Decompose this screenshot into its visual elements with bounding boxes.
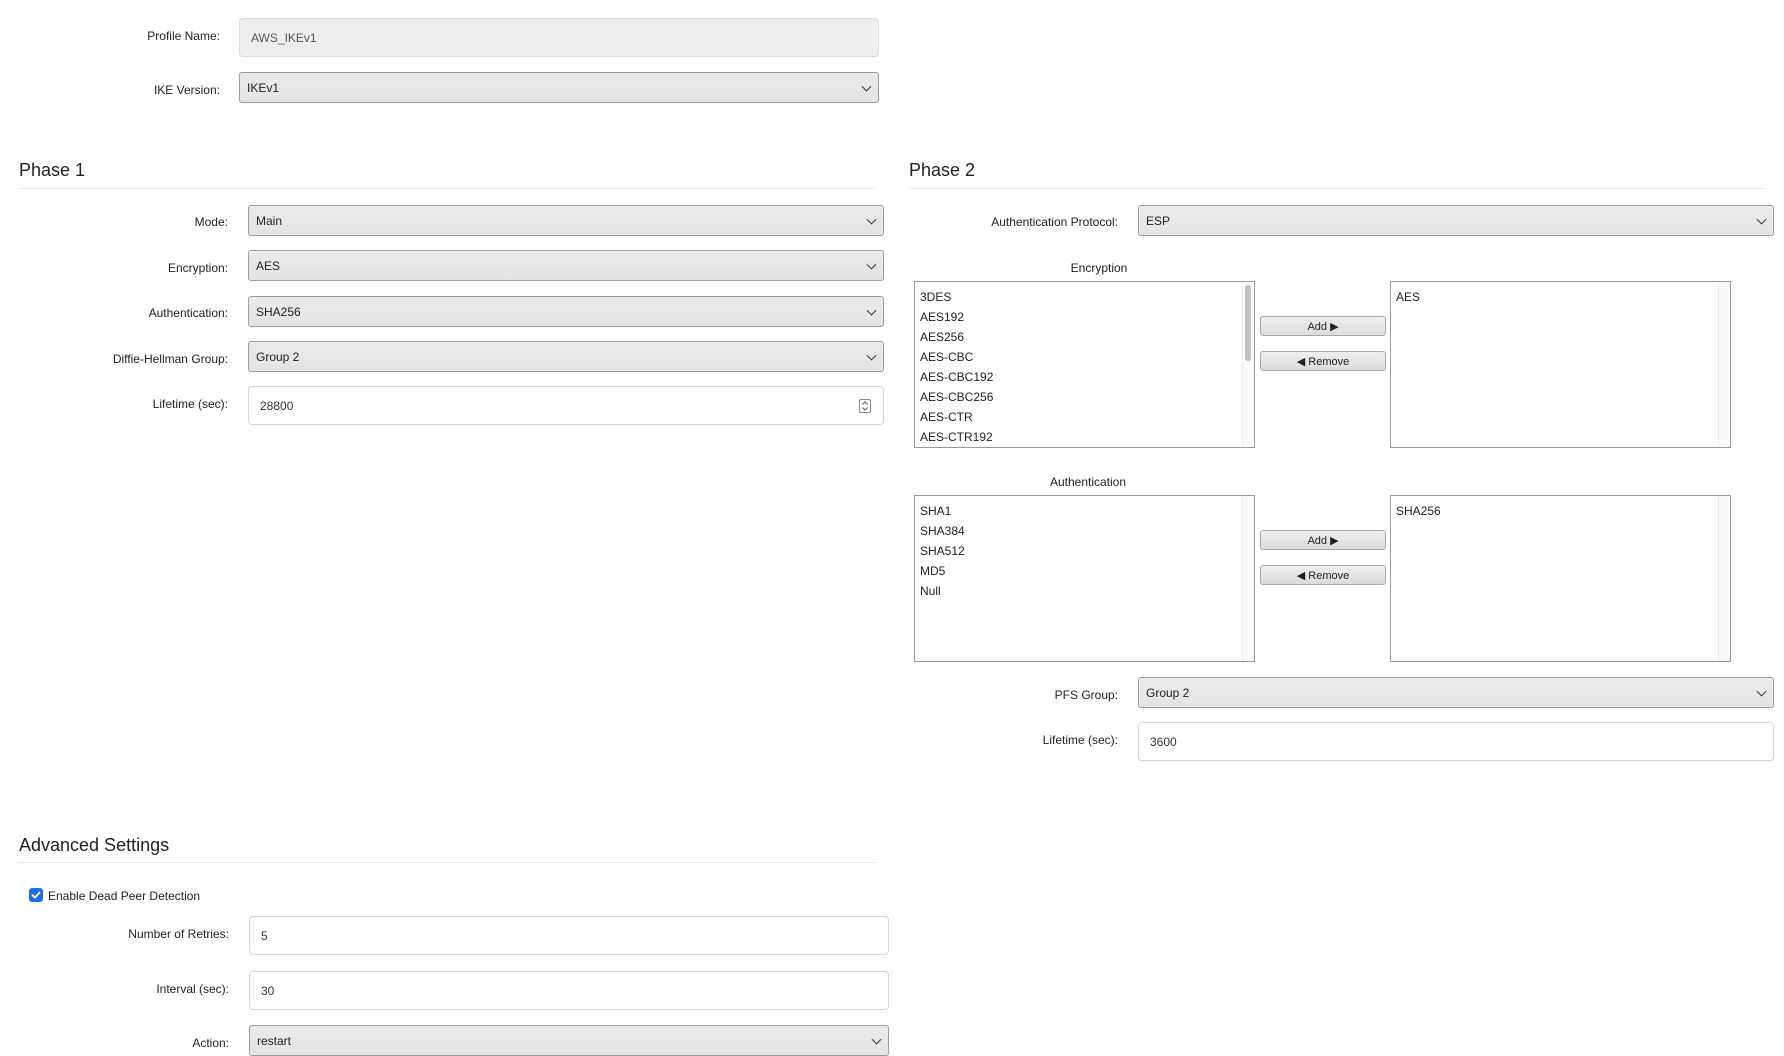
- ike-version-select[interactable]: IKEv1: [239, 72, 879, 103]
- encryption-remove-button[interactable]: ◀ Remove: [1260, 351, 1386, 371]
- profile-name-value: AWS_IKEv1: [251, 30, 317, 45]
- interval-value: 30: [261, 983, 275, 998]
- profile-name-field[interactable]: AWS_IKEv1: [239, 18, 879, 57]
- phase2-pfs-group-select[interactable]: Group 2: [1138, 677, 1774, 708]
- phase2-lifetime-label: Lifetime (sec):: [1042, 733, 1118, 747]
- phase1-dh-group-label: Diffie-Hellman Group:: [112, 352, 228, 366]
- chevron-down-icon: [871, 1034, 882, 1045]
- interval-input[interactable]: 30: [249, 971, 889, 1010]
- action-label: Action:: [192, 1036, 229, 1050]
- chevron-down-icon: [866, 305, 877, 316]
- phase1-lifetime-value: 28800: [260, 398, 294, 413]
- action-value: restart: [257, 1033, 292, 1048]
- retries-input[interactable]: 5: [249, 916, 889, 955]
- phase2-encryption-selected-list[interactable]: AES: [1390, 281, 1731, 448]
- advanced-divider: [19, 862, 875, 863]
- phase2-lifetime-input[interactable]: 3600: [1138, 722, 1774, 761]
- advanced-title: Advanced Settings: [19, 835, 170, 855]
- phase1-mode-value: Main: [256, 213, 283, 228]
- authentication-add-button[interactable]: Add ▶: [1260, 530, 1386, 550]
- phase1-authentication-value: SHA256: [256, 304, 301, 319]
- phase2-auth-protocol-value: ESP: [1146, 213, 1171, 228]
- scrollbar[interactable]: [1718, 496, 1730, 661]
- dpd-checkbox[interactable]: [29, 888, 43, 902]
- retries-label: Number of Retries:: [128, 927, 229, 941]
- phase1-encryption-value: AES: [256, 258, 281, 273]
- dpd-label[interactable]: Enable Dead Peer Detection: [48, 889, 201, 903]
- list-item[interactable]: AES256: [920, 330, 965, 344]
- phase2-encryption-available-list[interactable]: 3DES AES192 AES256 AES-CBC AES-CBC192 AE…: [914, 281, 1255, 448]
- profile-name-label: Profile Name:: [147, 29, 220, 43]
- list-item[interactable]: AES-CBC: [920, 350, 974, 364]
- chevron-down-icon: [861, 81, 872, 92]
- list-item[interactable]: AES-CTR192: [920, 430, 993, 444]
- action-select[interactable]: restart: [249, 1025, 889, 1056]
- list-item[interactable]: SHA384: [920, 524, 965, 538]
- scrollbar[interactable]: [1718, 282, 1730, 447]
- list-item[interactable]: SHA1: [920, 504, 952, 518]
- phase2-divider: [909, 188, 1765, 189]
- phase1-mode-select[interactable]: Main: [248, 205, 884, 236]
- number-spinner-icon[interactable]: [859, 399, 871, 413]
- interval-label: Interval (sec):: [156, 982, 229, 996]
- authentication-remove-button[interactable]: ◀ Remove: [1260, 565, 1386, 585]
- chevron-down-icon: [1756, 214, 1767, 225]
- phase1-lifetime-input[interactable]: 28800: [248, 386, 884, 425]
- phase1-authentication-label: Authentication:: [148, 306, 228, 320]
- phase2-authentication-available-list[interactable]: SHA1 SHA384 SHA512 MD5 Null: [914, 495, 1255, 662]
- phase1-encryption-select[interactable]: AES: [248, 250, 884, 281]
- list-item[interactable]: AES-CTR: [920, 410, 973, 424]
- phase1-encryption-label: Encryption:: [167, 261, 228, 275]
- phase1-dh-group-select[interactable]: Group 2: [248, 341, 884, 372]
- list-item[interactable]: AES-CBC192: [920, 370, 994, 384]
- list-item[interactable]: AES: [1396, 290, 1421, 304]
- phase2-title: Phase 2: [909, 160, 976, 180]
- ike-version-label: IKE Version:: [153, 83, 220, 97]
- ike-version-value: IKEv1: [247, 80, 280, 95]
- phase2-encryption-title: Encryption: [1070, 261, 1128, 275]
- phase1-lifetime-label: Lifetime (sec):: [152, 397, 228, 411]
- phase1-title: Phase 1: [19, 160, 86, 180]
- scrollbar[interactable]: [1242, 496, 1254, 661]
- chevron-down-icon: [866, 350, 877, 361]
- phase2-lifetime-value: 3600: [1150, 734, 1177, 749]
- phase2-auth-protocol-select[interactable]: ESP: [1138, 205, 1774, 236]
- list-item[interactable]: MD5: [920, 564, 946, 578]
- phase1-divider: [19, 188, 875, 189]
- chevron-down-icon: [866, 214, 877, 225]
- scrollbar-thumb[interactable]: [1245, 285, 1251, 361]
- phase2-pfs-group-value: Group 2: [1146, 685, 1190, 700]
- phase2-pfs-group-label: PFS Group:: [1054, 688, 1118, 702]
- retries-value: 5: [261, 928, 268, 943]
- scrollbar[interactable]: [1242, 282, 1254, 447]
- list-item[interactable]: Null: [920, 584, 941, 598]
- phase2-auth-protocol-label: Authentication Protocol:: [991, 215, 1118, 229]
- list-item[interactable]: AES192: [920, 310, 965, 324]
- list-item[interactable]: AES-CBC256: [920, 390, 994, 404]
- list-item[interactable]: SHA512: [920, 544, 965, 558]
- phase1-dh-group-value: Group 2: [256, 349, 300, 364]
- chevron-down-icon: [866, 259, 877, 270]
- chevron-down-icon: [1756, 686, 1767, 697]
- check-icon: [31, 891, 41, 899]
- phase1-authentication-select[interactable]: SHA256: [248, 296, 884, 327]
- phase2-authentication-selected-list[interactable]: SHA256: [1390, 495, 1731, 662]
- phase1-mode-label: Mode:: [194, 215, 228, 229]
- encryption-add-button[interactable]: Add ▶: [1260, 316, 1386, 336]
- list-item[interactable]: SHA256: [1396, 504, 1441, 518]
- phase2-authentication-title: Authentication: [1049, 475, 1127, 489]
- list-item[interactable]: 3DES: [920, 290, 952, 304]
